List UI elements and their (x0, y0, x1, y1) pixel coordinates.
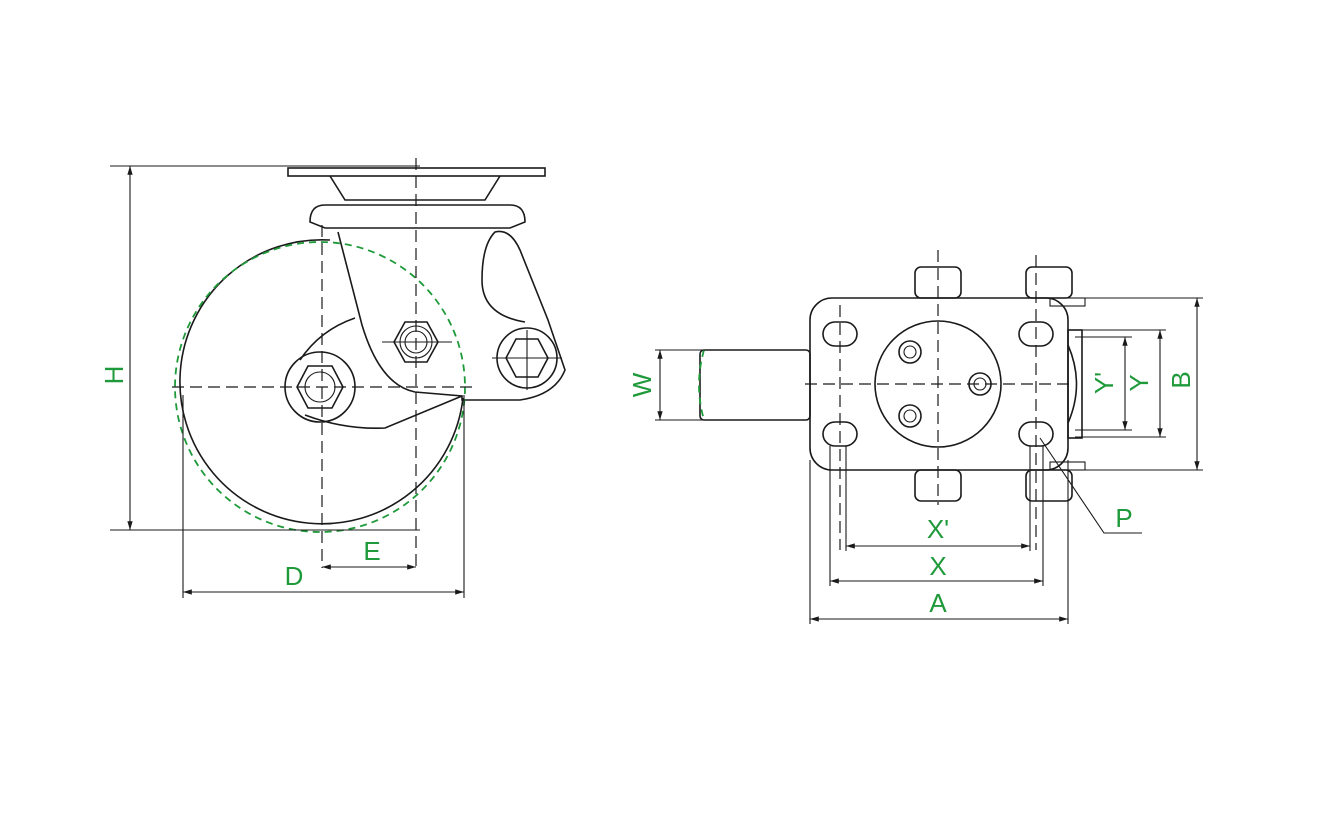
fork-arm (299, 317, 463, 430)
tread-dashed-edge (698, 349, 705, 421)
b-label: B (1166, 371, 1196, 388)
a-label: A (929, 588, 947, 618)
wheel-tread (699, 349, 811, 421)
e-label: E (363, 536, 380, 566)
fork-body (337, 230, 566, 401)
boss-bolt-2 (898, 404, 922, 428)
brake-bulge (1067, 344, 1078, 424)
brake-tab-top (1049, 297, 1086, 307)
y-label: Y (1124, 374, 1154, 391)
p-label: P (1115, 503, 1132, 533)
w-label: W (627, 372, 657, 397)
h-label: H (99, 366, 129, 385)
brake-side-body (1067, 329, 1083, 439)
hex-nut-top-right (1025, 266, 1073, 299)
boss-bolt-1 (898, 340, 922, 364)
top-view: W X' X A Y' Y B P (627, 250, 1203, 624)
side-view: H D E (99, 158, 566, 598)
x-prime-label: X' (927, 514, 949, 544)
kingpin-boss (874, 320, 1002, 448)
d-label: D (285, 561, 304, 591)
y-prime-label: Y' (1089, 372, 1119, 394)
boss-bolt-1-inner (903, 345, 917, 359)
axle-nut (296, 365, 344, 409)
swivel-body (329, 175, 501, 201)
p-leader-line (1039, 437, 1142, 534)
bracket-top (309, 204, 526, 229)
boss-bolt-2-inner (903, 409, 917, 423)
x-label: X (929, 551, 946, 581)
